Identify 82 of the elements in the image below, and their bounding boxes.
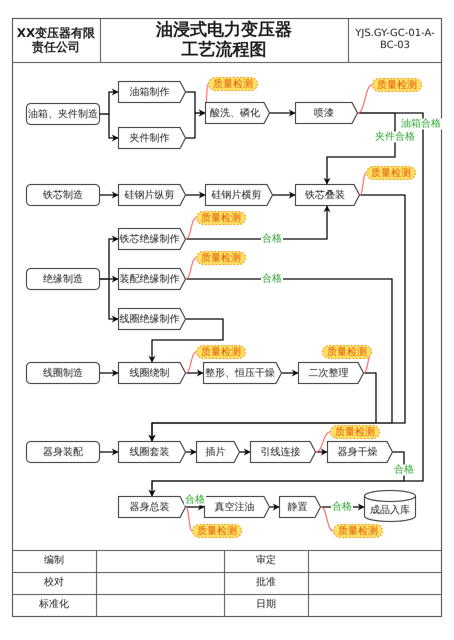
connector-line bbox=[358, 84, 372, 114]
process-box: 线圈制造 bbox=[26, 362, 100, 384]
process-step: 插片 bbox=[196, 441, 240, 463]
arrow bbox=[186, 370, 204, 376]
arrow bbox=[240, 448, 251, 456]
arrow bbox=[270, 504, 280, 510]
arrow bbox=[148, 451, 405, 497]
process-step: 装配绝缘制作 bbox=[118, 268, 186, 290]
process-step: 二次整理 bbox=[298, 362, 364, 384]
process-step: 器身总装 bbox=[118, 496, 186, 518]
connector-line bbox=[186, 352, 196, 374]
process-step: 夹件制作 bbox=[118, 127, 186, 149]
process-step: 铁芯绝缘制作 bbox=[118, 228, 186, 250]
quality-check-tag: 质量检测 bbox=[192, 524, 242, 538]
form-field-label: 审定 bbox=[256, 555, 276, 567]
arrow bbox=[100, 278, 119, 322]
arrow bbox=[186, 448, 197, 456]
quality-check-tag: 质量检测 bbox=[372, 78, 422, 92]
process-step: 线圈套装 bbox=[118, 441, 186, 463]
form-field-label: 日期 bbox=[256, 599, 276, 611]
process-step: 喷漆 bbox=[295, 102, 358, 124]
arrow bbox=[100, 113, 119, 142]
connector-line bbox=[360, 172, 366, 196]
arrow bbox=[186, 504, 205, 510]
edge-label: 油箱合格 bbox=[400, 118, 442, 130]
process-step: 引线连接 bbox=[250, 441, 316, 463]
process-step: 硅钢片纵剪 bbox=[118, 184, 186, 206]
quality-check-tag: 质量检测 bbox=[196, 251, 246, 265]
form-field-label: 标准化 bbox=[39, 599, 69, 611]
form-field-label: 编制 bbox=[44, 555, 64, 567]
quality-check-tag: 质量检测 bbox=[330, 425, 380, 439]
arrow bbox=[148, 318, 224, 363]
arrow bbox=[282, 370, 299, 376]
quality-check-tag: 质量检测 bbox=[333, 524, 383, 538]
form-field-label: 校对 bbox=[44, 577, 64, 589]
arrow bbox=[186, 110, 206, 139]
process-step: 油箱制作 bbox=[118, 81, 186, 103]
process-step: 铁芯叠装 bbox=[295, 184, 360, 206]
process-box: 油箱、夹件制造 bbox=[26, 103, 100, 125]
edge-label: 合格 bbox=[261, 274, 283, 284]
document-code: YJS.GY-GC-01-A-BC-03 bbox=[354, 28, 436, 52]
process-step: 硅钢片横剪 bbox=[205, 184, 273, 206]
edge-label: 合格 bbox=[184, 494, 206, 506]
quality-check-tag: 质量检测 bbox=[208, 77, 258, 91]
arrow bbox=[270, 110, 296, 116]
connector-line bbox=[320, 506, 334, 532]
edge-label: 夹件合格 bbox=[374, 132, 416, 142]
process-step: 静置 bbox=[279, 496, 321, 518]
company-name: XX变压器有限责任公司 bbox=[16, 26, 96, 54]
arrow bbox=[100, 192, 119, 198]
quality-check-tag: 质量检测 bbox=[366, 166, 416, 180]
edge-label: 合格 bbox=[393, 464, 415, 476]
arrow bbox=[316, 448, 328, 456]
connector-line bbox=[186, 218, 196, 240]
storage-cylinder: 成品入库 bbox=[364, 490, 416, 522]
process-step: 整形、恒压干燥 bbox=[203, 362, 282, 384]
process-box: 铁芯制造 bbox=[26, 184, 100, 206]
connector-line bbox=[364, 352, 372, 374]
process-box: 绝缘制造 bbox=[26, 268, 100, 290]
process-step: 器身干燥 bbox=[327, 441, 393, 463]
process-box: 器身装配 bbox=[26, 441, 100, 463]
arrow bbox=[186, 205, 330, 240]
diagram-title: 油浸式电力变压器工艺流程图 bbox=[155, 20, 293, 60]
form-field-label: 批准 bbox=[256, 577, 276, 589]
process-step: 线圈绕制 bbox=[118, 362, 186, 384]
arrow bbox=[100, 370, 119, 376]
arrow bbox=[186, 192, 206, 198]
quality-check-tag: 质量检测 bbox=[196, 345, 246, 359]
process-step: 线圈绝缘制作 bbox=[118, 308, 186, 330]
arrow bbox=[273, 192, 296, 198]
arrow bbox=[324, 112, 396, 185]
connector-line bbox=[316, 432, 330, 452]
process-step: 真空注油 bbox=[204, 496, 270, 518]
connector-line bbox=[186, 506, 192, 532]
quality-check-tag: 质量检测 bbox=[196, 211, 246, 225]
quality-check-tag: 质量检测 bbox=[322, 345, 372, 359]
arrow bbox=[148, 372, 377, 442]
connector-line bbox=[186, 258, 196, 280]
edge-label: 合格 bbox=[261, 234, 283, 244]
edge-label: 合格 bbox=[331, 502, 353, 512]
process-step: 酸洗、磷化 bbox=[205, 102, 270, 124]
arrow bbox=[100, 448, 119, 456]
